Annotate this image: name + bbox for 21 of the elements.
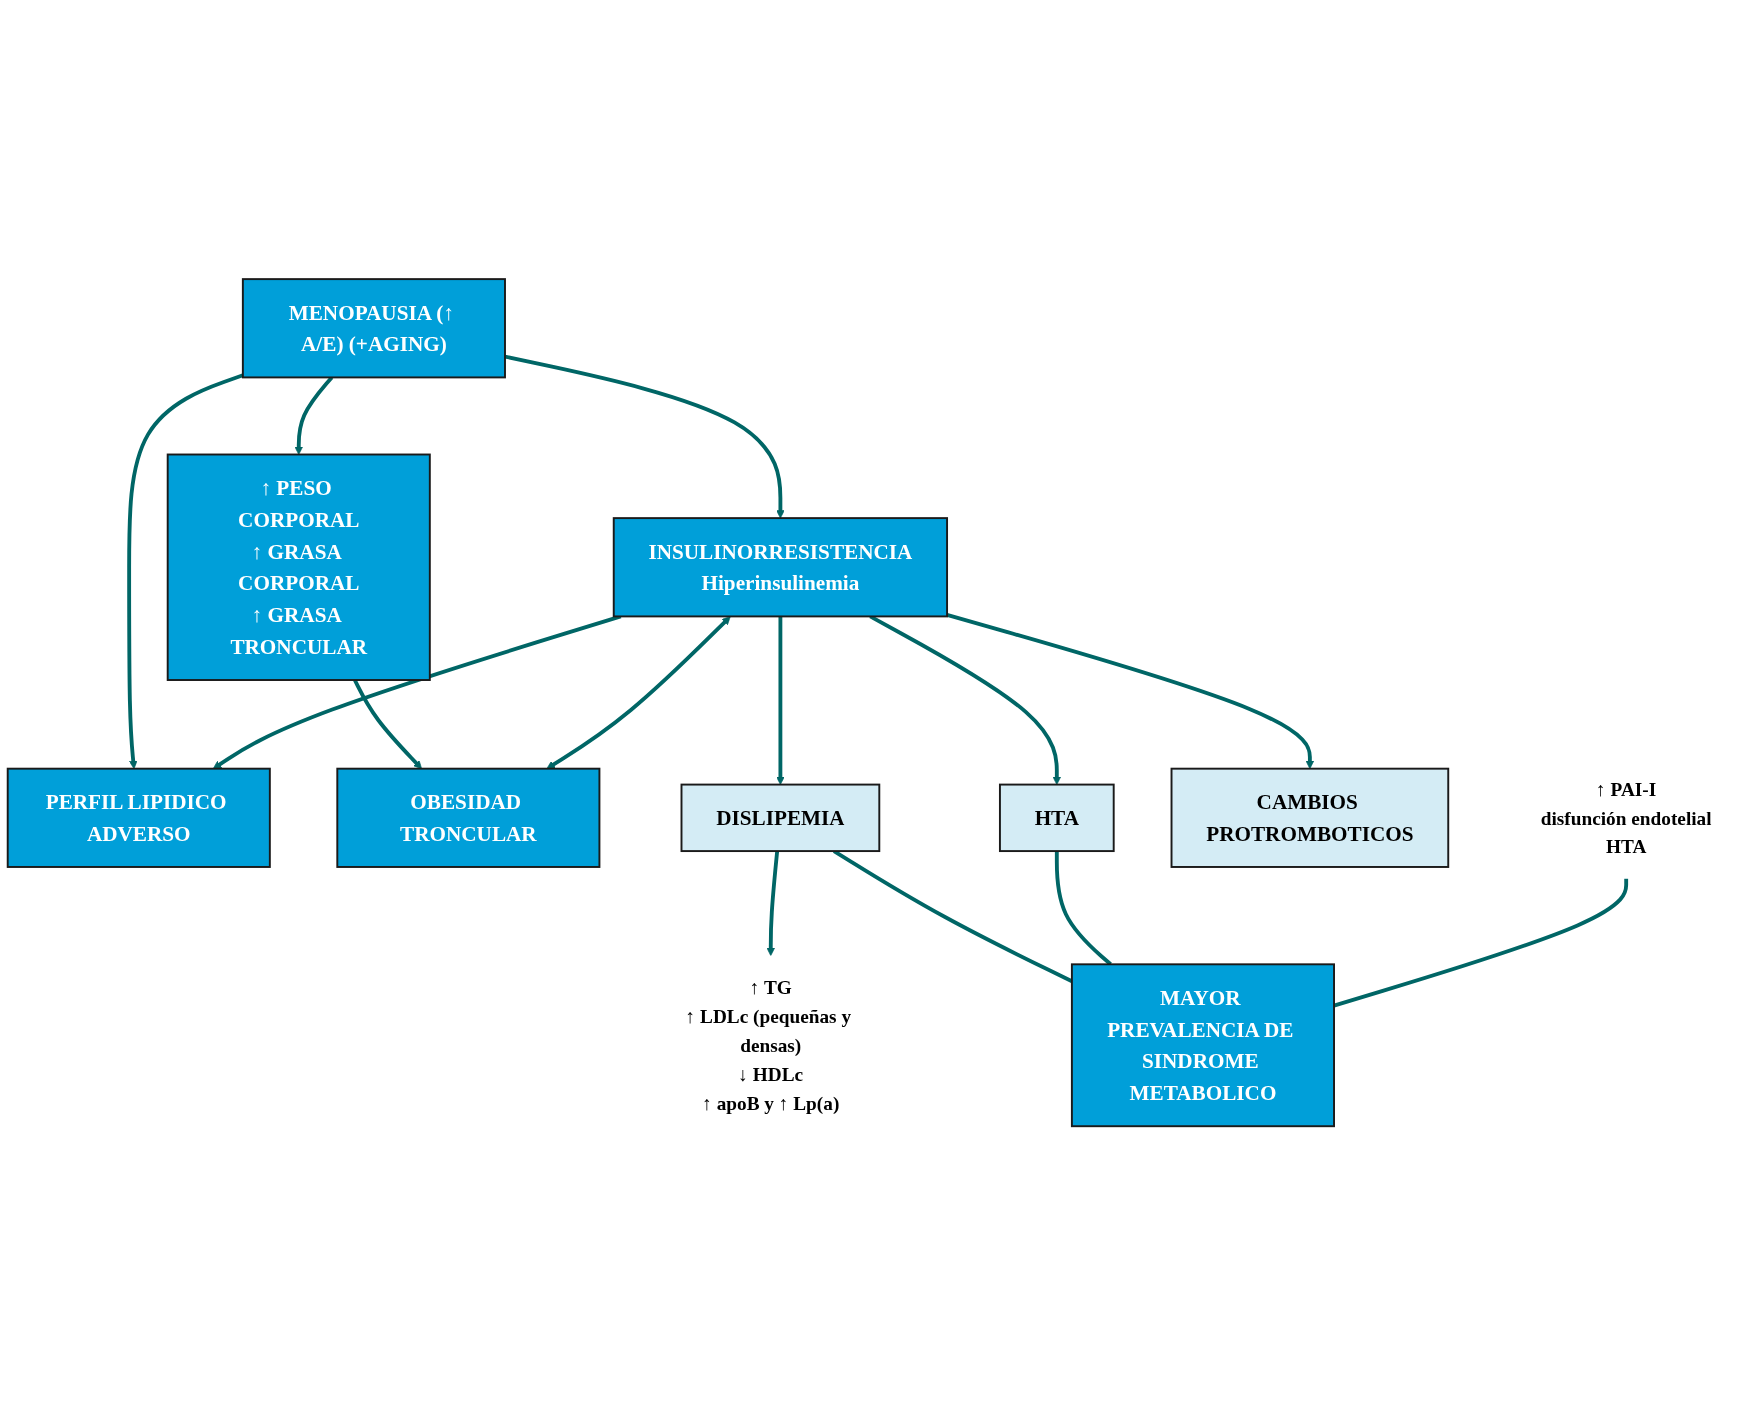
node-box: MAYOR PREVALENCIA DE SINDROME METABOLICO bbox=[1070, 963, 1335, 1128]
arrow bbox=[127, 373, 244, 770]
node-box: PERFIL LIPIDICO ADVERSO bbox=[6, 767, 271, 868]
arrow bbox=[504, 354, 785, 519]
arrow bbox=[294, 376, 334, 455]
arrow bbox=[946, 613, 1315, 770]
node-box: DISLIPEMIA bbox=[680, 783, 881, 853]
node-text: ↑ TG ↑ LDLc (pequeñas y densas) ↓ HDLc ↑ apoB y ↑ Lp(a) bbox=[685, 976, 852, 1114]
arrow bbox=[766, 850, 780, 956]
arrow bbox=[776, 616, 785, 785]
node-box: CAMBIOS PROTROMBOTICOS bbox=[1170, 767, 1450, 868]
node-box: INSULINORRESISTENCIA Hiperinsulinemia bbox=[612, 517, 949, 618]
node-box: HTA bbox=[998, 783, 1115, 853]
node-box: OBESIDAD TRONCULAR bbox=[336, 767, 601, 868]
arrow bbox=[212, 614, 622, 770]
node-text: ↑ PAI-I disfunción endotelial HTA bbox=[1540, 778, 1712, 858]
connector bbox=[1054, 851, 1112, 966]
arrow bbox=[353, 679, 422, 770]
arrow bbox=[546, 616, 731, 770]
node-box: ↑ PESO CORPORAL ↑ GRASA CORPORAL ↑ GRASA TRONCULAR bbox=[166, 453, 431, 681]
node-box: MENOPAUSIA (↑ A/E) (+AGING) bbox=[241, 278, 506, 379]
